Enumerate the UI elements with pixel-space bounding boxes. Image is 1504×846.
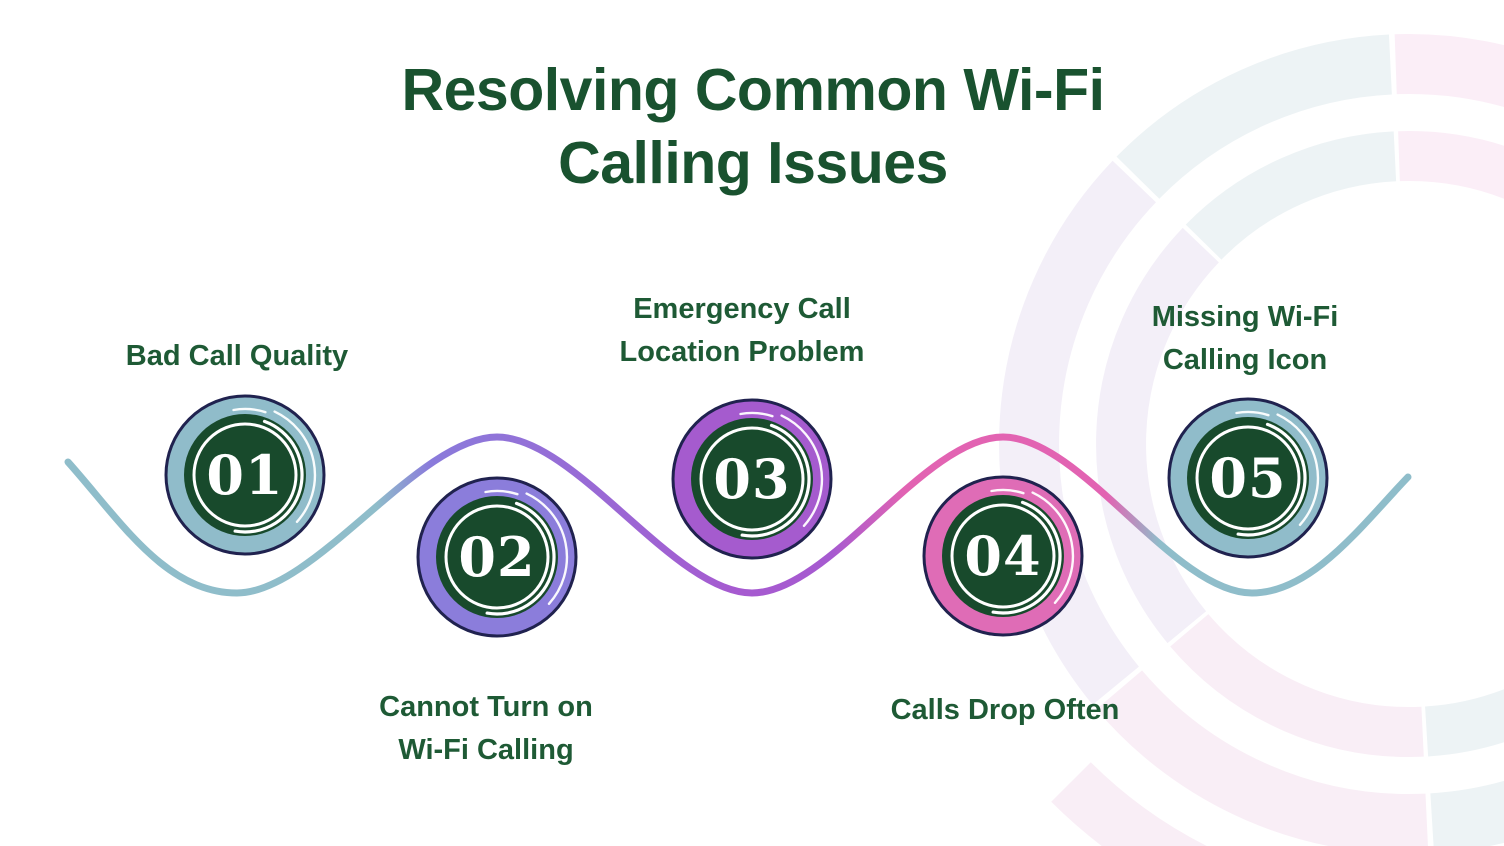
timeline-wave (64, 433, 1412, 597)
highlight-swoosh (991, 500, 1062, 615)
highlight-arc (273, 410, 317, 523)
highlight-arc (525, 492, 569, 605)
highlight-arc (1235, 410, 1270, 417)
step-label-03: Emergency Call Location Problem (619, 293, 865, 368)
decorative-ring-arc (1096, 670, 1428, 846)
highlight-arc (1031, 491, 1075, 604)
step-number: 05 (1209, 446, 1286, 510)
decorative-ring-arc (1116, 34, 1393, 199)
step-node-03: 03 (671, 398, 833, 560)
decorative-ring-arc (1398, 131, 1504, 199)
step-inner-circle (1187, 417, 1309, 539)
highlight-swoosh (485, 501, 556, 616)
decorative-ring-arc (1170, 613, 1424, 758)
step-inner-ring (1195, 425, 1301, 531)
step-inner-circle (184, 414, 306, 536)
step-number: 01 (206, 443, 283, 507)
step-inner-circle (691, 418, 813, 540)
step-inner-ring (192, 422, 298, 528)
highlight-arc (1276, 413, 1320, 526)
step-label-01: Bad Call Quality (125, 340, 349, 372)
decorative-rings (999, 33, 1504, 846)
highlight-swoosh (740, 423, 811, 538)
highlight-arc (484, 489, 519, 496)
step-node-02: 02 (416, 476, 578, 638)
step-node-04: 04 (922, 475, 1084, 637)
step-inner-circle (942, 495, 1064, 617)
step-label-04: Calls Drop Often (890, 694, 1120, 726)
page-title: Resolving Common Wi-Fi Calling Issues (401, 57, 1105, 196)
step-inner-ring (444, 504, 550, 610)
decorative-ring-arc (1051, 762, 1207, 846)
highlight-arc (232, 407, 267, 414)
decorative-ring-arc (999, 160, 1157, 705)
step-inner-ring (699, 426, 805, 532)
step-number: 04 (964, 524, 1041, 588)
highlight-arc (990, 488, 1025, 495)
decorative-ring-arc (1429, 780, 1504, 846)
step-inner-ring (950, 503, 1056, 609)
step-node-01: 01 (164, 394, 326, 556)
highlight-arc (780, 414, 824, 527)
step-number: 03 (713, 447, 790, 511)
decorative-ring-arc (1394, 33, 1504, 108)
step-number: 02 (458, 525, 535, 589)
step-inner-circle (436, 496, 558, 618)
decorative-ring-arc (1424, 689, 1504, 757)
highlight-swoosh (1236, 422, 1307, 537)
highlight-arc (739, 411, 774, 418)
highlight-swoosh (233, 419, 304, 534)
decorative-ring-arc (1185, 131, 1397, 260)
decorative-ring-arc (1096, 227, 1220, 644)
step-node-05: 05 (1167, 397, 1329, 559)
step-label-05: Missing Wi-Fi Calling Icon (1151, 301, 1339, 376)
step-label-02: Cannot Turn on Wi-Fi Calling (379, 691, 593, 766)
